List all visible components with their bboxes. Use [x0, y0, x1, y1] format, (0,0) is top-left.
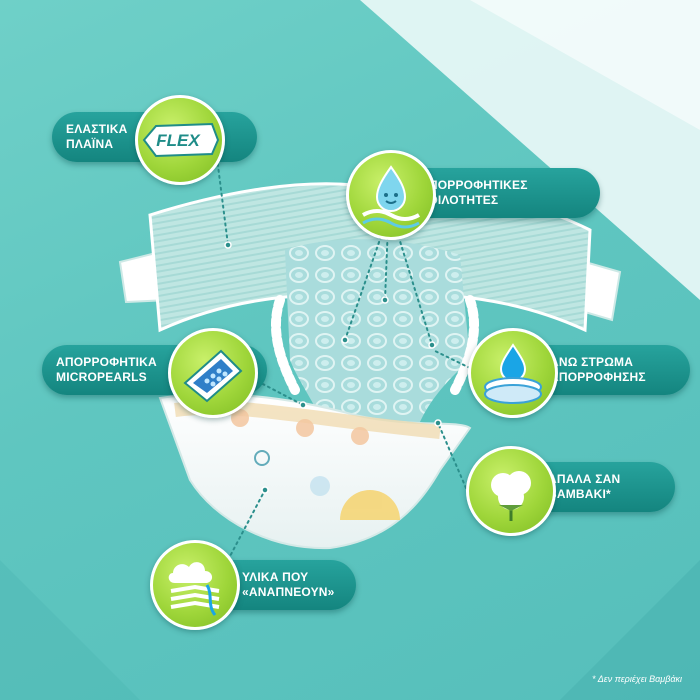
label-line-1: ΑΠΑΛΑ ΣΑΝ — [548, 472, 621, 486]
cotton-icon — [466, 446, 556, 536]
label-line-2: ΑΠΟΡΡΟΦΗΣΗΣ — [550, 370, 646, 384]
label-line-1: ΥΛΙΚΑ ΠΟΥ — [242, 570, 309, 584]
label-line-2: «ΑΝΑΠΝΕΟΥΝ» — [242, 585, 335, 599]
callout-label: ΕΛΑΣΤΙΚΑ ΠΛΑΪΝΑ — [66, 122, 127, 152]
absorbent-core — [285, 239, 470, 440]
label-line-2: ΒΑΜΒΑΚΙ* — [548, 487, 611, 501]
label-line-1: ΕΛΑΣΤΙΚΑ — [66, 122, 128, 136]
callout-label: ΑΠΟΡΡΟΦΗΤΙΚΑ MICROPEARLS — [56, 355, 157, 385]
callout-label: ΑΠΟΡΡΟΦΗΤΙΚΕΣ ΚΟΙΛΟΤΗΤΕΣ — [420, 178, 528, 208]
absorbent-top-layer-icon — [468, 328, 558, 418]
label-line-2: MICROPEARLS — [56, 370, 147, 384]
callout-label: ΥΛΙΚΑ ΠΟΥ «ΑΝΑΠΝΕΟΥΝ» — [242, 570, 335, 600]
water-drop-channels-icon — [346, 150, 436, 240]
footnote: * Δεν περιέχει Βαμβάκι — [592, 674, 682, 684]
breathable-layers-icon — [150, 540, 240, 630]
flex-text: FLEX — [156, 131, 201, 150]
label-line-1: ΑΠΟΡΡΟΦΗΤΙΚΕΣ — [420, 178, 528, 192]
callout-label: ΑΠΑΛΑ ΣΑΝ ΒΑΜΒΑΚΙ* — [548, 472, 620, 502]
label-line-2: ΚΟΙΛΟΤΗΤΕΣ — [420, 193, 499, 207]
flex-band-icon: FLEX — [135, 95, 225, 185]
label-line-1: ΑΝΩ ΣΤΡΩΜΑ — [550, 355, 634, 369]
label-line-1: ΑΠΟΡΡΟΦΗΤΙΚΑ — [56, 355, 157, 369]
micropearls-layer-icon — [168, 328, 258, 418]
callout-label: ΑΝΩ ΣΤΡΩΜΑ ΑΠΟΡΡΟΦΗΣΗΣ — [550, 355, 646, 385]
label-line-2: ΠΛΑΪΝΑ — [66, 137, 114, 151]
